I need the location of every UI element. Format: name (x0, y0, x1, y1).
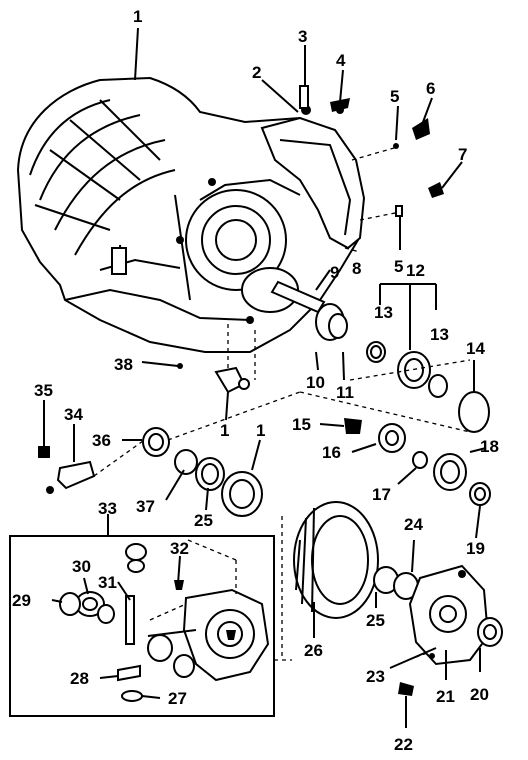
callout-label: 12 (406, 261, 425, 280)
callout-label: 1 (133, 7, 142, 26)
callout-label: 18 (480, 437, 499, 456)
callout-label: 3 (298, 27, 307, 46)
callout-label: 29 (12, 591, 31, 610)
callout-label: 5 (390, 87, 399, 106)
callout-label: 5 (394, 257, 403, 276)
callout-label: 4 (336, 51, 346, 70)
callout-label: 22 (394, 735, 413, 754)
callout-label: 28 (70, 669, 89, 688)
callout-label: 20 (470, 685, 489, 704)
callout-label: 8 (352, 259, 361, 278)
left-small-parts (38, 400, 151, 494)
callout-label: 27 (168, 689, 187, 708)
seal-bearing-row-right (319, 418, 491, 539)
callout-label: 31 (98, 573, 117, 592)
callout-labels: 1 2 3 4 5 6 7 8 9 5 12 13 13 14 38 10 11… (12, 7, 499, 754)
callout-label: 36 (92, 431, 111, 450)
callout-label: 7 (458, 145, 467, 164)
inset-box-differential (9, 514, 275, 717)
callout-label: 35 (34, 381, 53, 400)
callout-label: 14 (466, 339, 485, 358)
callout-label: 1 (220, 421, 229, 440)
callout-label: 33 (98, 499, 117, 518)
small-parts-top (299, 85, 490, 433)
transaxle-case (16, 76, 366, 353)
callout-label: 25 (366, 611, 385, 630)
callout-label: 16 (322, 443, 341, 462)
callout-label: 21 (436, 687, 455, 706)
callout-label: 13 (430, 325, 449, 344)
callout-label: 23 (366, 667, 385, 686)
callout-label: 15 (292, 415, 311, 434)
callout-label: 11 (336, 383, 354, 402)
callout-label: 2 (252, 63, 261, 82)
callout-label: 26 (304, 641, 323, 660)
callout-label: 1 (256, 421, 265, 440)
callout-label: 13 (374, 303, 393, 322)
callout-label: 34 (64, 405, 83, 424)
callout-label: 17 (372, 485, 391, 504)
callout-label: 38 (114, 355, 133, 374)
callout-label: 37 (136, 497, 155, 516)
callout-label: 6 (426, 79, 435, 98)
ring-gear-and-housing (274, 501, 503, 728)
callout-label: 9 (330, 263, 339, 282)
callout-label: 25 (194, 511, 213, 530)
callout-label: 10 (306, 373, 325, 392)
callout-label: 32 (170, 539, 189, 558)
small-parts-mid (177, 324, 256, 421)
callout-label: 30 (72, 557, 91, 576)
callout-label: 24 (404, 515, 423, 534)
seal-bearing-row-left (122, 391, 301, 517)
callout-label: 19 (466, 539, 485, 558)
